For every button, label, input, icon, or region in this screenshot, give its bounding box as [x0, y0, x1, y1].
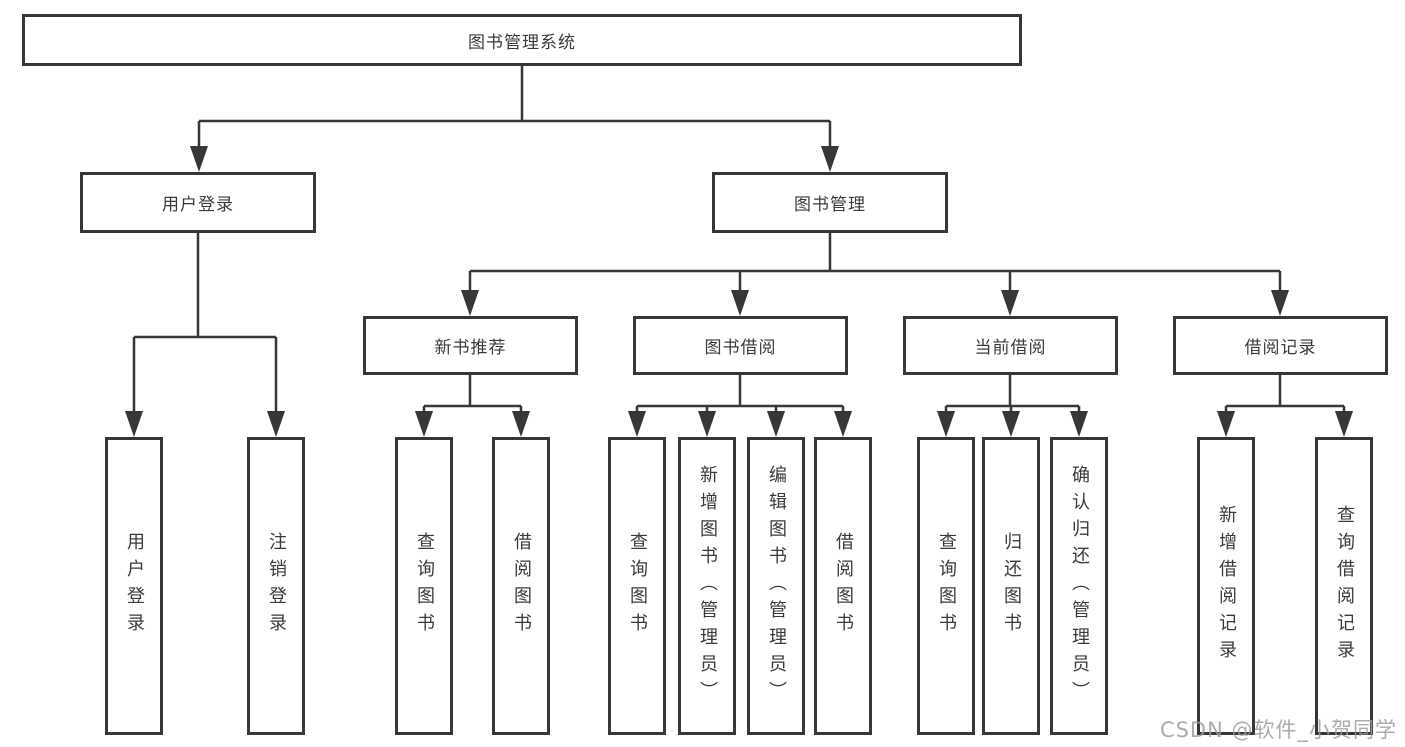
leaf-label: 新增图书（管理员）	[697, 464, 718, 708]
node-current-borrowing: 当前借阅	[903, 316, 1118, 375]
leaf-edit-books-admin: 编辑图书（管理员）	[747, 437, 805, 735]
leaf-query-books-current: 查询图书	[917, 437, 975, 735]
node-book-borrowing: 图书借阅	[633, 316, 848, 375]
leaf-add-borrow-record: 新增借阅记录	[1197, 437, 1255, 735]
leaf-label: 查询图书	[627, 532, 648, 640]
leaf-label: 确认归还（管理员）	[1069, 464, 1090, 708]
leaf-user-login: 用户登录	[105, 437, 163, 735]
node-borrowing-records: 借阅记录	[1173, 316, 1388, 375]
leaf-label: 查询图书	[936, 532, 957, 640]
node-new-book-recommendation: 新书推荐	[363, 316, 578, 375]
node-label: 借阅记录	[1244, 338, 1317, 358]
leaf-label: 查询图书	[414, 532, 435, 640]
node-label: 新书推荐	[434, 338, 507, 358]
leaf-label: 注销登录	[266, 532, 287, 640]
node-user-login-branch: 用户登录	[80, 172, 316, 233]
leaf-label: 新增借阅记录	[1216, 505, 1237, 667]
leaf-logout: 注销登录	[247, 437, 305, 735]
leaf-borrow-books: 借阅图书	[814, 437, 872, 735]
leaf-query-books-recommend: 查询图书	[395, 437, 453, 735]
leaf-query-borrow-record: 查询借阅记录	[1315, 437, 1373, 735]
leaf-borrow-books-recommend: 借阅图书	[492, 437, 550, 735]
node-label: 用户登录	[162, 195, 234, 215]
leaf-label: 借阅图书	[511, 532, 532, 640]
node-library-management-system: 图书管理系统	[22, 14, 1022, 66]
leaf-label: 查询借阅记录	[1334, 505, 1355, 667]
leaf-label: 归还图书	[1001, 532, 1022, 640]
leaf-label: 用户登录	[124, 532, 145, 640]
leaf-add-books-admin: 新增图书（管理员）	[678, 437, 736, 735]
leaf-label: 借阅图书	[833, 532, 854, 640]
node-book-management-branch: 图书管理	[712, 172, 948, 233]
node-label: 图书借阅	[704, 338, 777, 358]
leaf-return-books: 归还图书	[982, 437, 1040, 735]
node-label: 图书管理系统	[468, 32, 576, 53]
node-label: 图书管理	[794, 195, 866, 215]
csdn-watermark: CSDN @软件_小贺同学	[1159, 718, 1397, 742]
leaf-label: 编辑图书（管理员）	[766, 464, 787, 708]
node-label: 当前借阅	[974, 338, 1047, 358]
leaf-query-books-borrowing: 查询图书	[608, 437, 666, 735]
leaf-confirm-return-admin: 确认归还（管理员）	[1050, 437, 1108, 735]
